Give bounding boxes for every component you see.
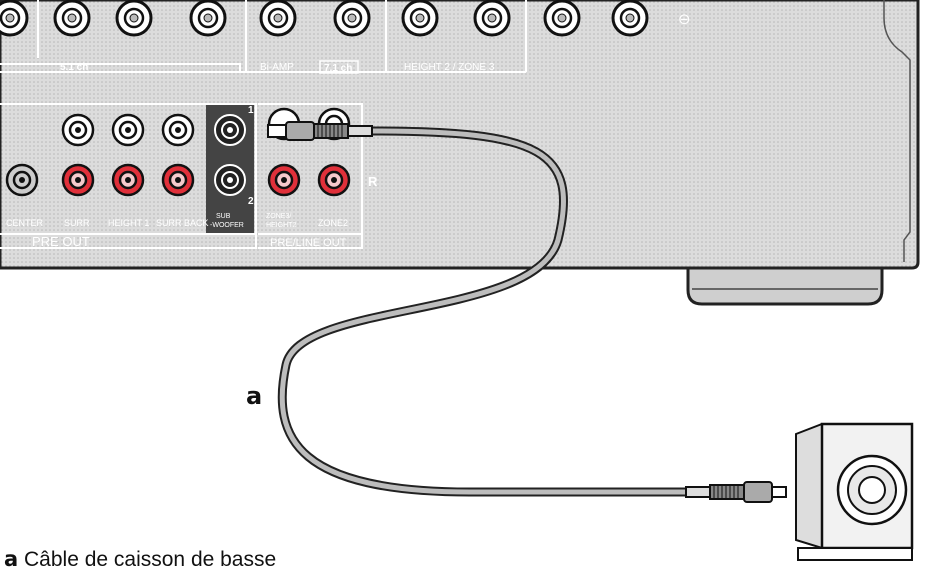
rca-cable-icon [267,121,787,503]
caption-letter: a [4,547,19,571]
rca-jack-icon [61,113,246,147]
label-height2-zone3: HEIGHT 2 / ZONE 3 [404,62,495,73]
speaker-terminal-icon [0,0,649,37]
label-7-1ch: 7.1 ch [324,63,352,74]
label-pre-line-out: PRE/LINE OUT [270,237,347,249]
label-biamp: Bi-AMP [260,62,294,73]
label-zone3: ZONE3/ [266,213,291,220]
speaker-terminals: 5.1 ch Bi-AMP 7.1 ch HEIGHT 2 / ZONE 3 ⊖ [0,0,691,74]
pre-out-block: 1 2 CENTER SURR HEIGHT 1 SURR BACK SUB -… [0,103,257,249]
label-surr: SURR [64,218,90,228]
label-center: CENTER [6,218,44,228]
label-sub: SUB [216,213,231,220]
label-zone2: ZONE2 [318,218,348,228]
subwoofer-jack-1-label: 1 [248,105,254,116]
cable-callout-label: a [246,382,263,410]
label-height1: HEIGHT 1 [108,218,149,228]
receiver-rear-panel [0,0,920,306]
rca-jack-icon [5,163,246,197]
subwoofer-icon [795,422,914,561]
label-height2: HEIGHT2 [266,222,296,229]
label-pre-out: PRE OUT [32,234,90,249]
label-woofer: -WOOFER [210,222,244,229]
label-r: R [368,174,378,189]
label-5-1ch: 5.1 ch [60,62,88,73]
caption-text: Câble de caisson de basse [18,548,277,571]
minus-icon: ⊖ [678,10,691,28]
label-surr-back: SURR BACK [156,218,209,228]
figure-caption: a Câble de caisson de basse [4,547,276,572]
subwoofer-jack-2-label: 2 [248,196,254,207]
